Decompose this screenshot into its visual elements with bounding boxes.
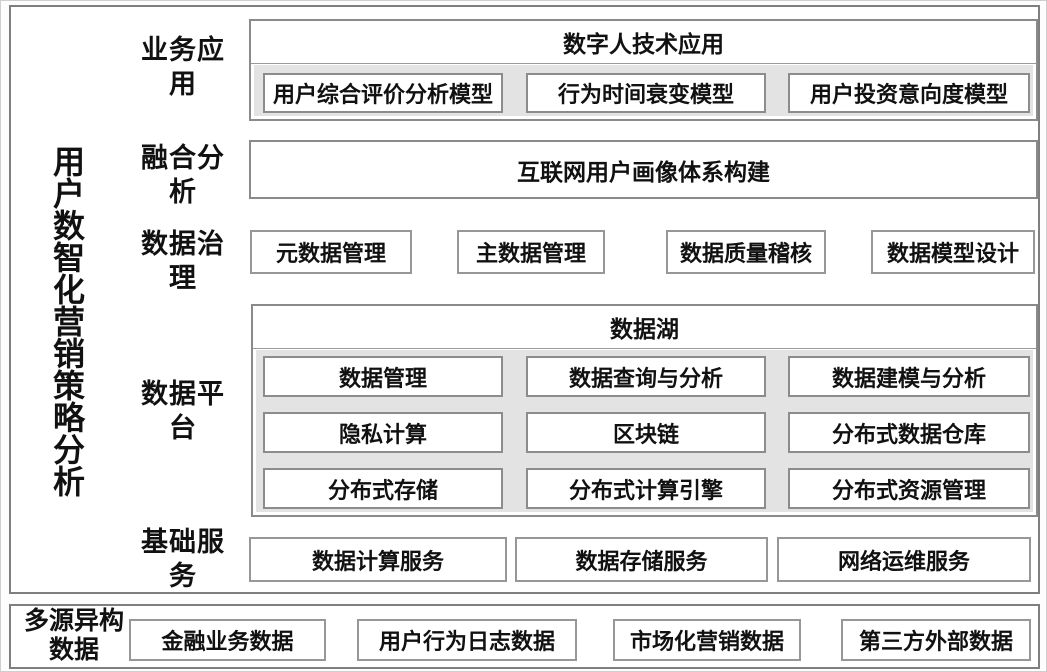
platform-box-distributed-resource: 分布式资源管理 xyxy=(788,468,1030,509)
layer-label-fusion-analysis: 融合分析 xyxy=(141,143,225,207)
layer-label-data-governance: 数据治理 xyxy=(141,229,225,293)
basic-service-box-storage: 数据存储服务 xyxy=(515,537,768,582)
model-box-user-evaluation: 用户综合评价分析模型 xyxy=(263,73,503,113)
model-box-investment-intention: 用户投资意向度模型 xyxy=(788,73,1030,113)
governance-box-metadata: 元数据管理 xyxy=(250,230,412,274)
governance-box-master-data: 主数据管理 xyxy=(457,230,605,274)
platform-box-query-analysis: 数据查询与分析 xyxy=(526,356,766,397)
multi-source-data-label: 多源异构数据 xyxy=(23,608,124,664)
platform-box-distributed-storage: 分布式存储 xyxy=(263,468,503,509)
data-source-box-third-party: 第三方外部数据 xyxy=(841,619,1031,661)
platform-box-distributed-warehouse: 分布式数据仓库 xyxy=(788,412,1030,453)
layer-label-data-platform: 数据平台 xyxy=(141,379,225,443)
platform-box-distributed-compute: 分布式计算引擎 xyxy=(526,468,766,509)
diagram-title-vertical: 用户数智化营销策略分析 xyxy=(49,145,85,497)
platform-box-privacy-computing: 隐私计算 xyxy=(263,412,503,453)
data-source-box-financial: 金融业务数据 xyxy=(129,619,326,661)
platform-box-data-management: 数据管理 xyxy=(263,356,503,397)
layer-label-business-app: 业务应用 xyxy=(141,35,225,99)
platform-box-blockchain: 区块链 xyxy=(526,412,766,453)
data-source-box-marketing: 市场化营销数据 xyxy=(613,619,801,661)
platform-box-modeling-analysis: 数据建模与分析 xyxy=(788,356,1030,397)
governance-box-model-design: 数据模型设计 xyxy=(871,230,1035,274)
data-source-box-behavior-log: 用户行为日志数据 xyxy=(357,619,577,661)
digital-human-tech-header: 数字人技术应用 xyxy=(251,21,1036,64)
data-lake-header: 数据湖 xyxy=(253,306,1036,349)
basic-service-box-compute: 数据计算服务 xyxy=(249,537,507,582)
basic-service-box-network-ops: 网络运维服务 xyxy=(777,537,1031,582)
layer-label-basic-services: 基础服务 xyxy=(141,527,225,591)
model-box-behavior-time-decay: 行为时间衰变模型 xyxy=(526,73,766,113)
user-profile-construction-box: 互联网用户画像体系构建 xyxy=(249,140,1038,199)
governance-box-quality-audit: 数据质量稽核 xyxy=(666,230,826,274)
